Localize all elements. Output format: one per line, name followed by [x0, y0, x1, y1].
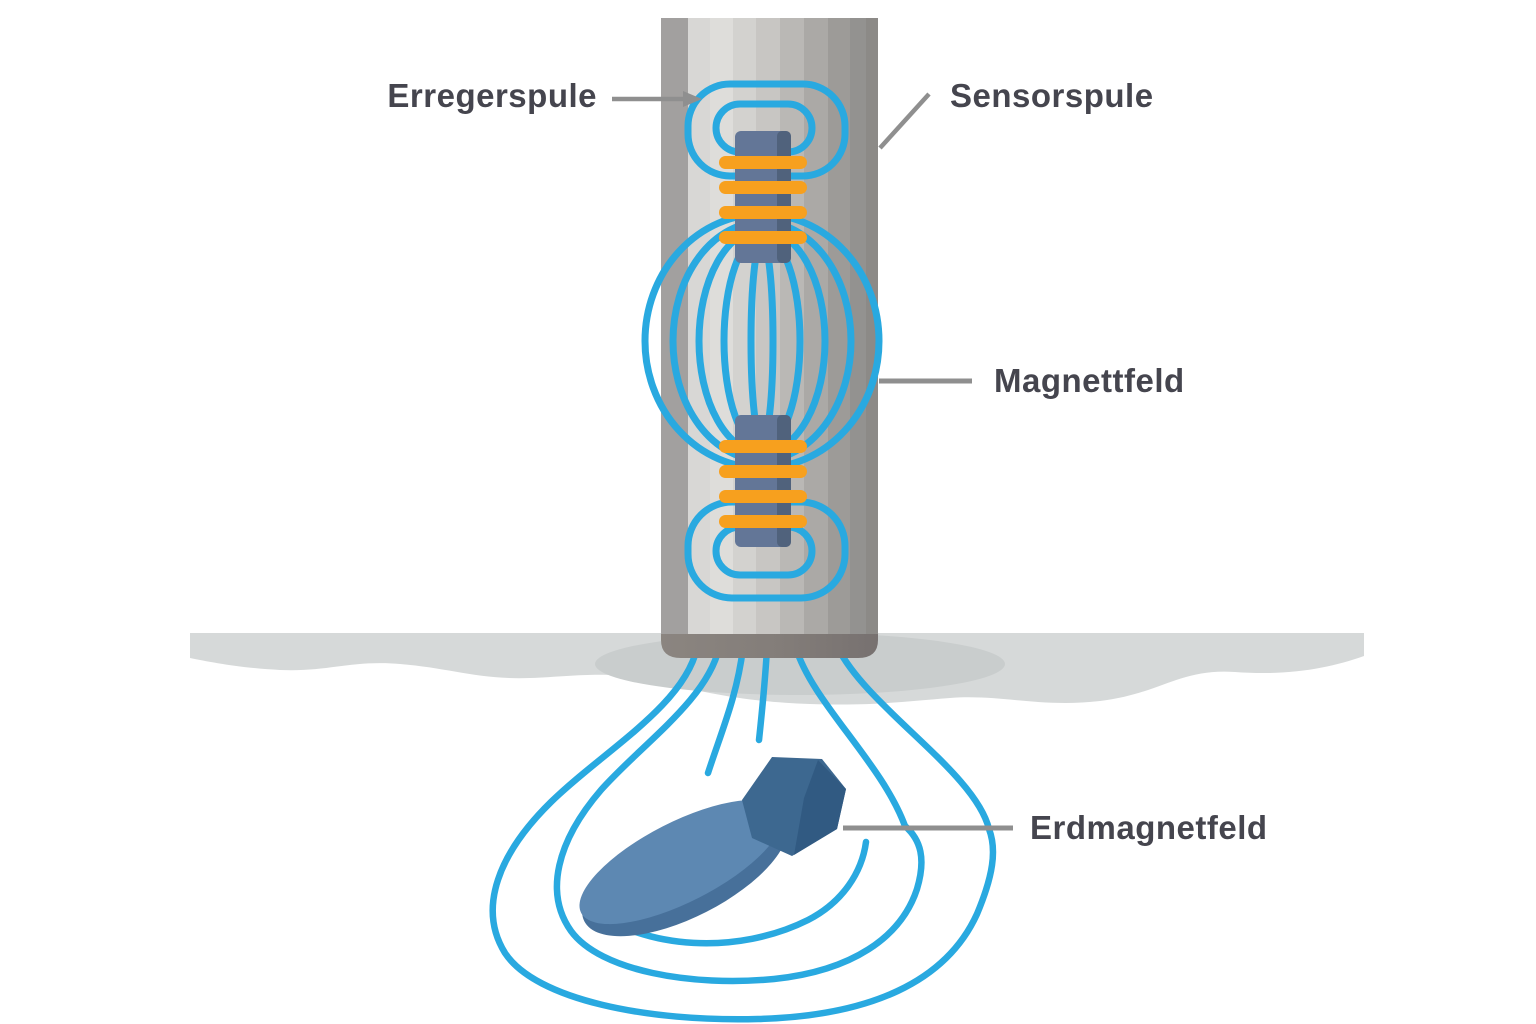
exciter-winding — [719, 206, 807, 219]
label-sensorspule: Sensorspule — [950, 77, 1154, 114]
sensor-winding — [719, 440, 807, 453]
ordnance — [579, 757, 846, 937]
exciter-coil — [719, 131, 807, 263]
sensor-winding — [719, 515, 807, 528]
sensor-winding — [719, 465, 807, 478]
probe-bottom-cap — [661, 634, 878, 658]
label-erregerspule: Erregerspule — [387, 77, 597, 114]
ordnance-tail-fin-facet — [794, 760, 846, 855]
exciter-winding — [719, 156, 807, 169]
sensor-winding — [719, 490, 807, 503]
earth-field-loop-inner — [553, 644, 925, 985]
label-magnettfeld: Magnettfeld — [994, 362, 1185, 399]
leader-lines — [612, 91, 1013, 831]
label-erdmagnetfeld: Erdmagnetfeld — [1030, 809, 1268, 846]
ordnance-body — [579, 799, 783, 925]
earth-field-stem-short-2 — [755, 644, 771, 744]
earth-field-stem-short-1 — [704, 644, 747, 777]
exciter-winding — [719, 181, 807, 194]
erregerspule-arrowhead — [683, 91, 702, 107]
sensorspule-leader-line — [878, 92, 931, 150]
sensor-coil — [719, 415, 807, 547]
exciter-winding — [719, 231, 807, 244]
